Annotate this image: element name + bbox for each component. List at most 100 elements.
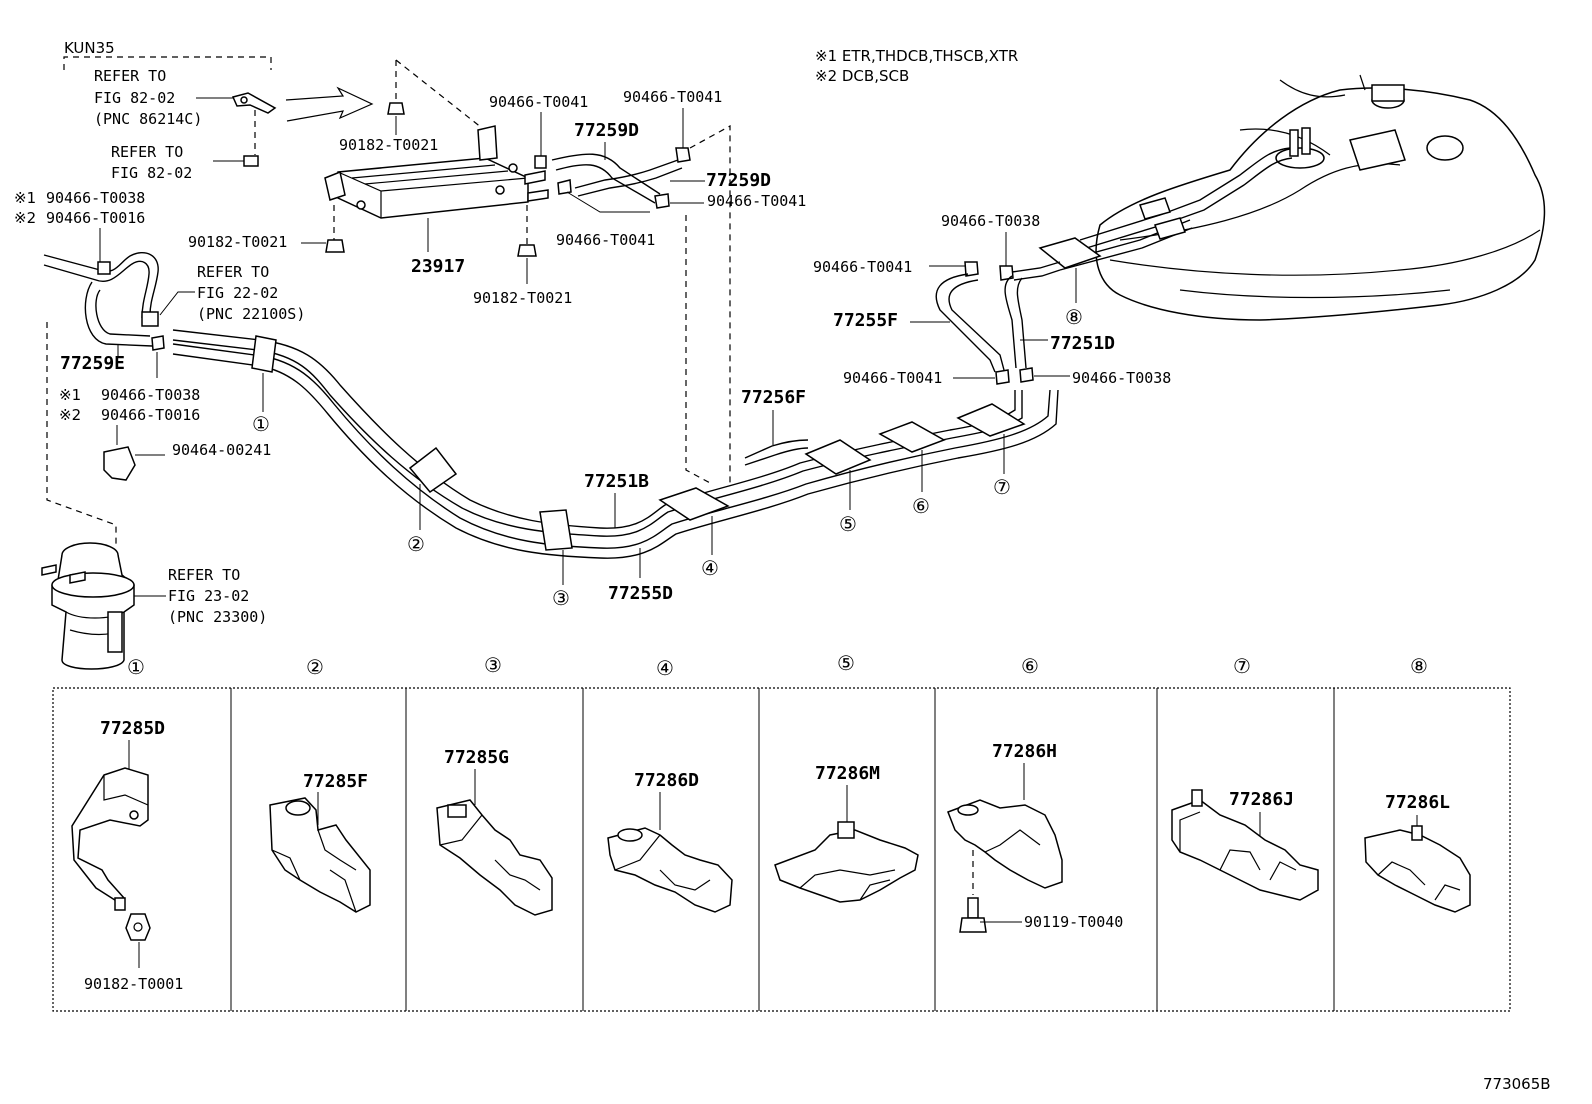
clip-part (999, 265, 1014, 281)
clamp-part (103, 446, 136, 481)
refer-text: FIG 22-02 (197, 284, 278, 302)
part-label: 90182-T0021 (339, 136, 438, 154)
bolt-90119-T0040 (959, 897, 987, 933)
nut-part (387, 102, 405, 115)
panel-number: ② (306, 655, 324, 679)
note-text: ※1 ETR,THDCB,THSCB,XTR (815, 47, 1018, 65)
model-label: KUN35 (64, 39, 115, 57)
panel-part-label: 90182-T0001 (84, 975, 183, 993)
part-label: 90466-T0041 (556, 231, 655, 249)
panel-part-label: 77286H (992, 741, 1057, 762)
clamp-77285F (269, 797, 371, 913)
refer-text: FIG 82-02 (111, 164, 192, 182)
panel-part-label: 77285D (100, 718, 165, 739)
note-mark: ※2 (14, 209, 36, 227)
nut-part (325, 239, 345, 253)
pipe-clamps (251, 335, 1026, 551)
panel-part-label: 77286L (1385, 792, 1450, 813)
part-label: 90466-T0041 (623, 88, 722, 106)
part-label: 90466-T0041 (843, 369, 942, 387)
note-mark: ※2 (59, 406, 81, 424)
clip-part (1019, 367, 1034, 383)
panel-part-label: 77285G (444, 747, 509, 768)
callout-4: ④ (701, 556, 719, 580)
clip-part (995, 369, 1010, 385)
nut-part (517, 244, 537, 257)
clamp-panel-grid (52, 687, 1511, 1012)
part-label: 90466-T0041 (813, 258, 912, 276)
clamp-77285D (71, 767, 151, 941)
part-label: 90466-T0038 (46, 189, 145, 207)
nut-part (243, 155, 259, 167)
part-label: 90464-00241 (172, 441, 271, 459)
clamp-77285G (436, 799, 553, 916)
part-label: 90182-T0021 (188, 233, 287, 251)
hose-77259E (43, 252, 159, 347)
part-label: 90466-T0016 (101, 406, 200, 424)
part-label: 90466-T0038 (1072, 369, 1171, 387)
callout-8: ⑧ (1065, 305, 1083, 329)
arrow-icon (285, 86, 374, 122)
part-label: 90182-T0021 (473, 289, 572, 307)
refer-text: FIG 23-02 (168, 587, 249, 605)
note-mark: ※1 (59, 386, 81, 404)
note-mark: ※1 (14, 189, 36, 207)
panel-part-label: 90119-T0040 (1024, 913, 1123, 931)
callout-7: ⑦ (993, 475, 1011, 499)
panel-part-label: 77286M (815, 763, 880, 784)
clip-part (675, 147, 691, 163)
clip-part (654, 193, 670, 209)
refer-text: (PNC 22100S) (197, 305, 305, 323)
clip-part (557, 179, 572, 195)
callout-2: ② (407, 532, 425, 556)
clip-part (534, 155, 547, 169)
refer-text: REFER TO (111, 143, 183, 161)
panel-number: ⑤ (837, 651, 855, 675)
callout-1: ① (252, 412, 270, 436)
part-label: 23917 (411, 256, 465, 277)
panel-part-label: 77286J (1229, 789, 1294, 810)
panel-number: ① (127, 655, 145, 679)
part-label: 90466-T0016 (46, 209, 145, 227)
part-label: 90466-T0038 (941, 212, 1040, 230)
clamp-77286M (774, 821, 919, 903)
refer-text: (PNC 23300) (168, 608, 267, 626)
part-label: 77255D (608, 583, 673, 604)
part-label: 77259E (60, 353, 125, 374)
panel-number: ⑦ (1233, 654, 1251, 678)
part-label: 77255F (833, 310, 898, 331)
callout-5: ⑤ (839, 512, 857, 536)
fuel-filter (41, 542, 135, 670)
bracket-part (231, 92, 277, 114)
part-label: 77251B (584, 471, 649, 492)
part-label: 90466-T0041 (707, 192, 806, 210)
refer-text: FIG 82-02 (94, 89, 175, 107)
note-text: ※2 DCB,SCB (815, 67, 909, 85)
clamp-77286J (1171, 789, 1319, 901)
clip-part (151, 335, 165, 351)
panel-part-label: 77285F (303, 771, 368, 792)
panel-number: ④ (656, 656, 674, 680)
fuel-cooler-23917 (324, 125, 549, 219)
part-label: 77251D (1050, 333, 1115, 354)
panel-number: ⑧ (1410, 654, 1428, 678)
diagram-id: 773065B (1483, 1075, 1551, 1093)
clamp-77286H (947, 799, 1063, 889)
pipe-clamps (1038, 237, 1102, 269)
refer-text: (PNC 86214C) (94, 110, 202, 128)
refer-text: REFER TO (94, 67, 166, 85)
part-label: 90466-T0041 (489, 93, 588, 111)
panel-part-label: 77286D (634, 770, 699, 791)
part-label: 77259D (574, 120, 639, 141)
clamp-77286L (1364, 825, 1471, 913)
part-label: 77259D (706, 170, 771, 191)
clip-part (964, 261, 979, 277)
panel-number: ③ (484, 653, 502, 677)
refer-text: REFER TO (168, 566, 240, 584)
callout-6: ⑥ (912, 494, 930, 518)
panel-number: ⑥ (1021, 654, 1039, 678)
clamp-77286D (607, 827, 733, 913)
refer-text: REFER TO (197, 263, 269, 281)
hoses-77255F-77251D (935, 261, 1061, 373)
